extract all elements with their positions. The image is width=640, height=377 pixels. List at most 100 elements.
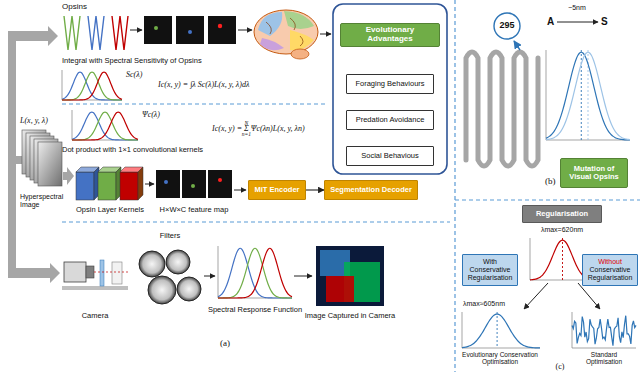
illustration-part <box>154 26 158 30</box>
illustration-part <box>208 16 236 44</box>
illustration-part <box>188 30 192 34</box>
illustration-part <box>326 276 354 302</box>
node-text: Evolutionary Advantages <box>344 26 436 44</box>
illustration-part <box>130 30 142 31</box>
spectral-plot <box>62 70 122 100</box>
illustration-part <box>139 251 165 277</box>
illustration-part <box>144 16 172 44</box>
illustration-part <box>524 283 548 309</box>
residue-letter: A <box>547 16 554 28</box>
process-box: MiT Encoder <box>248 180 306 200</box>
filters <box>139 250 201 304</box>
illustration-part <box>88 16 104 50</box>
illustration-part <box>177 277 201 301</box>
illustration-part <box>176 16 204 44</box>
plot-axes <box>546 50 630 140</box>
heading-box: Regularisation <box>522 205 602 223</box>
node-text: Foraging Behaviours <box>350 80 430 88</box>
illustration-part <box>204 276 215 277</box>
spectral-plot <box>546 50 630 140</box>
illustration-part <box>145 184 154 185</box>
spectral-plot <box>218 246 292 298</box>
caption-label: Filters <box>160 232 180 241</box>
spectral-plot <box>572 312 636 348</box>
illustration-part <box>291 49 309 59</box>
mutation-pointer <box>514 41 520 50</box>
formula: Ic(x, y) = ∫λ Sc(λ)L(x, y, λ)dλ <box>158 80 249 89</box>
illustration-part <box>218 178 222 182</box>
illustration-part <box>294 276 312 277</box>
spectral-curve <box>62 72 122 100</box>
symbol-label: Ψc(λ) <box>142 110 160 119</box>
advantages-panel <box>333 4 447 174</box>
advantage-box: Predation Avoidance <box>346 110 434 130</box>
illustration-part <box>98 172 116 200</box>
spectral-curve <box>546 52 630 139</box>
illustration-part <box>218 24 222 28</box>
illustration-part <box>94 272 128 273</box>
opsin-kernels <box>76 167 143 200</box>
illustration-part <box>138 167 143 200</box>
peak-marker <box>497 312 498 348</box>
peak-label: λmax≈605nm <box>463 300 505 308</box>
flow-arrows <box>130 22 600 309</box>
node-text: Conservative Regularisation <box>586 266 634 281</box>
sum-limit: N <box>245 120 249 126</box>
spectral-curve <box>462 314 540 348</box>
caption-label: Dot product with 1×1 convolutional kerne… <box>62 146 203 155</box>
illustration-part <box>258 12 282 36</box>
spectral-curve <box>62 72 122 100</box>
caption-label: H×W×C feature map <box>160 206 229 215</box>
illustration-part <box>454 0 455 372</box>
illustration-part <box>182 170 206 198</box>
formula: Ic(x, y) = Σ Ψc(λn)L(x, y, λn) <box>212 124 305 133</box>
illustration-part <box>557 22 598 23</box>
shift-label: ~5nm <box>568 4 586 12</box>
illustration-part <box>86 266 94 278</box>
node-text: 295 <box>496 21 518 31</box>
heading-box: Mutation of Visual Opsins <box>560 158 628 188</box>
brain <box>254 10 318 59</box>
illustration-part <box>62 221 450 222</box>
peak-label: λmax=620nm <box>541 226 583 234</box>
illustration-part <box>62 103 328 104</box>
circle-shape <box>494 13 520 39</box>
advantage-box: Social Behavious <box>346 146 434 166</box>
node-text: Predation Avoidance <box>350 116 430 124</box>
symbol-label: Sc(λ) <box>126 70 142 79</box>
node-text: Without <box>586 258 634 266</box>
peak-marker <box>562 238 563 280</box>
spectral-curve <box>218 248 292 298</box>
spectral-curve <box>72 112 138 140</box>
illustration-part <box>455 199 640 200</box>
caption-label: Opsin Layer Kernels <box>76 206 144 215</box>
branch-arrow <box>16 156 22 164</box>
branch-arrow <box>63 167 74 185</box>
spectral-curve <box>572 316 636 346</box>
node-text: Segmentation Decoder <box>328 186 414 194</box>
illustration-part <box>64 262 86 282</box>
node-text: MiT Encoder <box>252 186 302 194</box>
caption-label: Opsins <box>62 2 87 11</box>
panel-tag: (c) <box>556 362 565 371</box>
flow-connector <box>306 189 324 190</box>
illustration-part <box>120 172 138 200</box>
heading-box: Evolutionary Advantages <box>340 23 440 47</box>
illustration-part <box>191 184 195 188</box>
caption-label: Integral with Spectral Sensitivity of Op… <box>62 57 202 66</box>
plot-axes <box>218 246 292 298</box>
illustration-part <box>238 30 252 31</box>
illustration-part <box>234 190 246 191</box>
illustration-part <box>284 11 314 29</box>
residue-letter: S <box>601 16 608 28</box>
option-box: WithoutConservative Regularisation <box>582 254 638 286</box>
symbol-label: L(x, y, λ) <box>20 116 48 125</box>
plot-axes <box>462 312 540 348</box>
caption-label: Hyperspectral Image <box>20 193 66 209</box>
caption-label: Image Captured in Camera <box>305 312 395 321</box>
illustration-part <box>316 246 384 306</box>
panel-separators <box>62 0 640 372</box>
illustration-part <box>260 38 284 50</box>
